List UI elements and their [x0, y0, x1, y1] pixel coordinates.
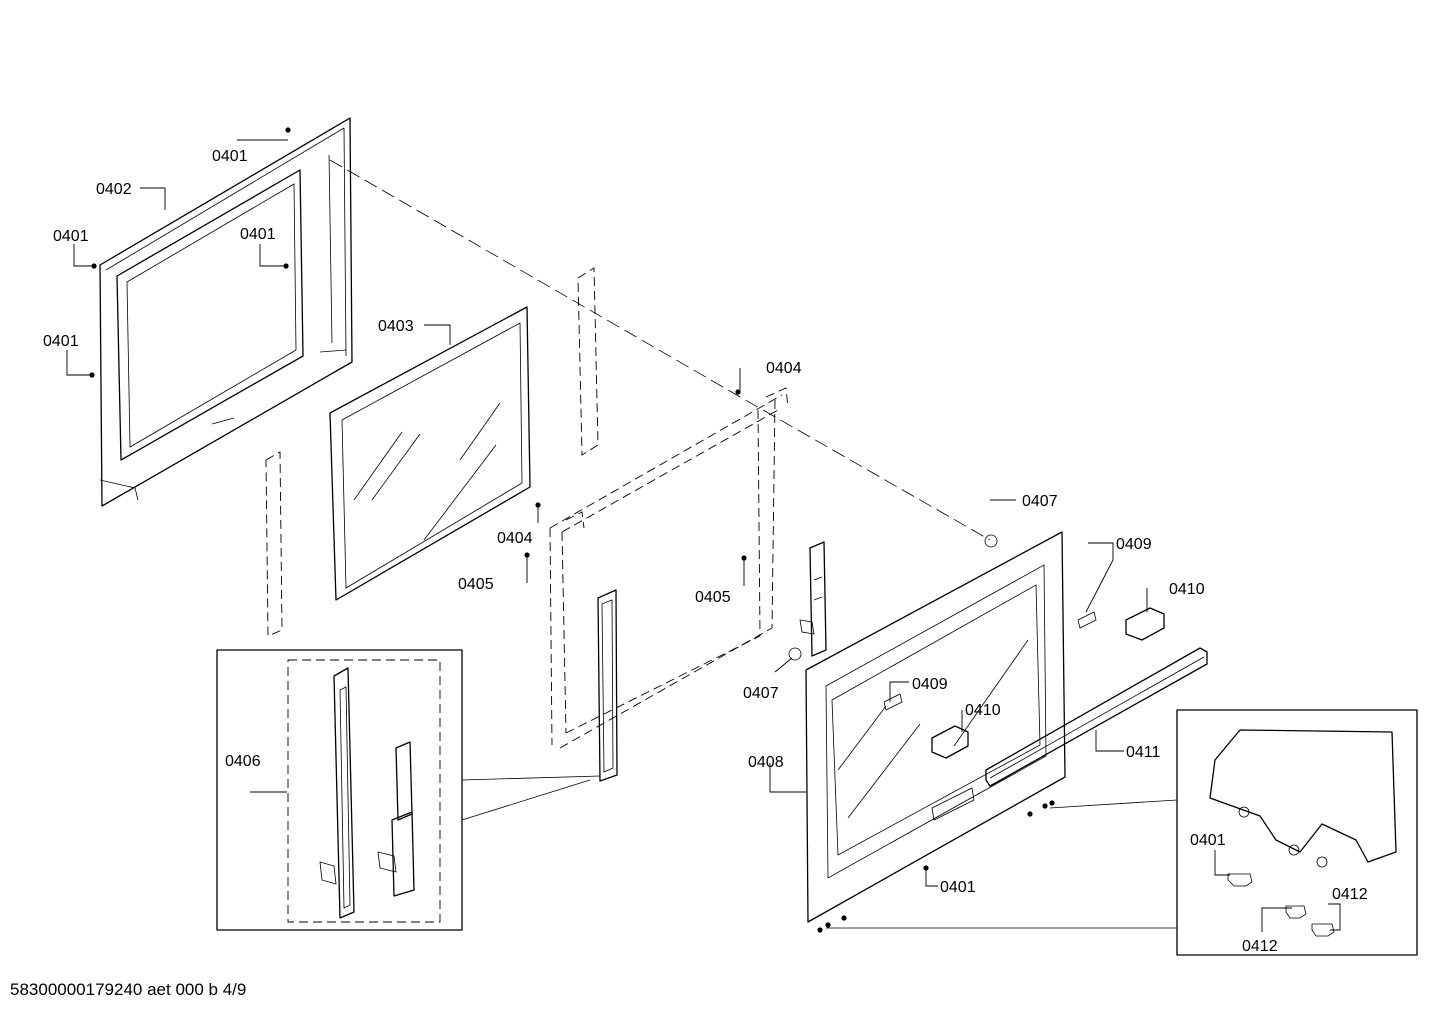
inner-door-frame [99, 117, 353, 507]
handle-parts [788, 534, 1165, 759]
callout-0401-right-upper: 0401 [240, 226, 276, 243]
callout-0404-top: 0404 [766, 360, 802, 377]
callout-0403: 0403 [378, 318, 414, 335]
callout-0401-left-lower: 0401 [43, 333, 79, 350]
callout-0409-bottom: 0409 [912, 676, 948, 693]
callout-0410-top: 0410 [1169, 581, 1205, 598]
fixing-detail-box [826, 709, 1418, 956]
door-carrier-frame [549, 387, 827, 782]
glass-pane [329, 306, 531, 601]
right-side-panel [577, 267, 599, 456]
callout-0411: 0411 [1126, 744, 1161, 761]
left-side-panel [265, 451, 283, 637]
assembly-axis [329, 159, 991, 541]
callout-0412-right: 0412 [1332, 886, 1368, 903]
callout-0405-left: 0405 [458, 576, 494, 593]
callout-0409-top: 0409 [1116, 536, 1152, 553]
hinge-detail-box [216, 649, 601, 931]
callout-0401-bottom: 0401 [940, 879, 976, 896]
callout-0406: 0406 [225, 753, 261, 770]
callout-0404-left: 0404 [497, 530, 533, 547]
callout-0401-detail: 0401 [1190, 832, 1226, 849]
callout-0405-right: 0405 [695, 589, 731, 606]
callout-0402: 0402 [96, 181, 132, 198]
outer-front-door [805, 531, 1066, 923]
document-code: 58300000179240 aet 000 b 4/9 [10, 980, 247, 999]
callout-0410-bottom: 0410 [965, 702, 1001, 719]
callout-0412-left: 0412 [1242, 938, 1278, 955]
callout-0401-top: 0401 [212, 148, 248, 165]
callout-0401-left-upper: 0401 [53, 228, 89, 245]
callout-labels: 0401 0402 0401 0401 0401 0403 0404 0404 … [43, 148, 1368, 955]
callout-0408: 0408 [748, 754, 784, 771]
door-handle [985, 647, 1208, 787]
callout-0407-bottom: 0407 [743, 685, 779, 702]
leader-lines [66, 127, 1341, 933]
callout-0407-top: 0407 [1022, 493, 1058, 510]
